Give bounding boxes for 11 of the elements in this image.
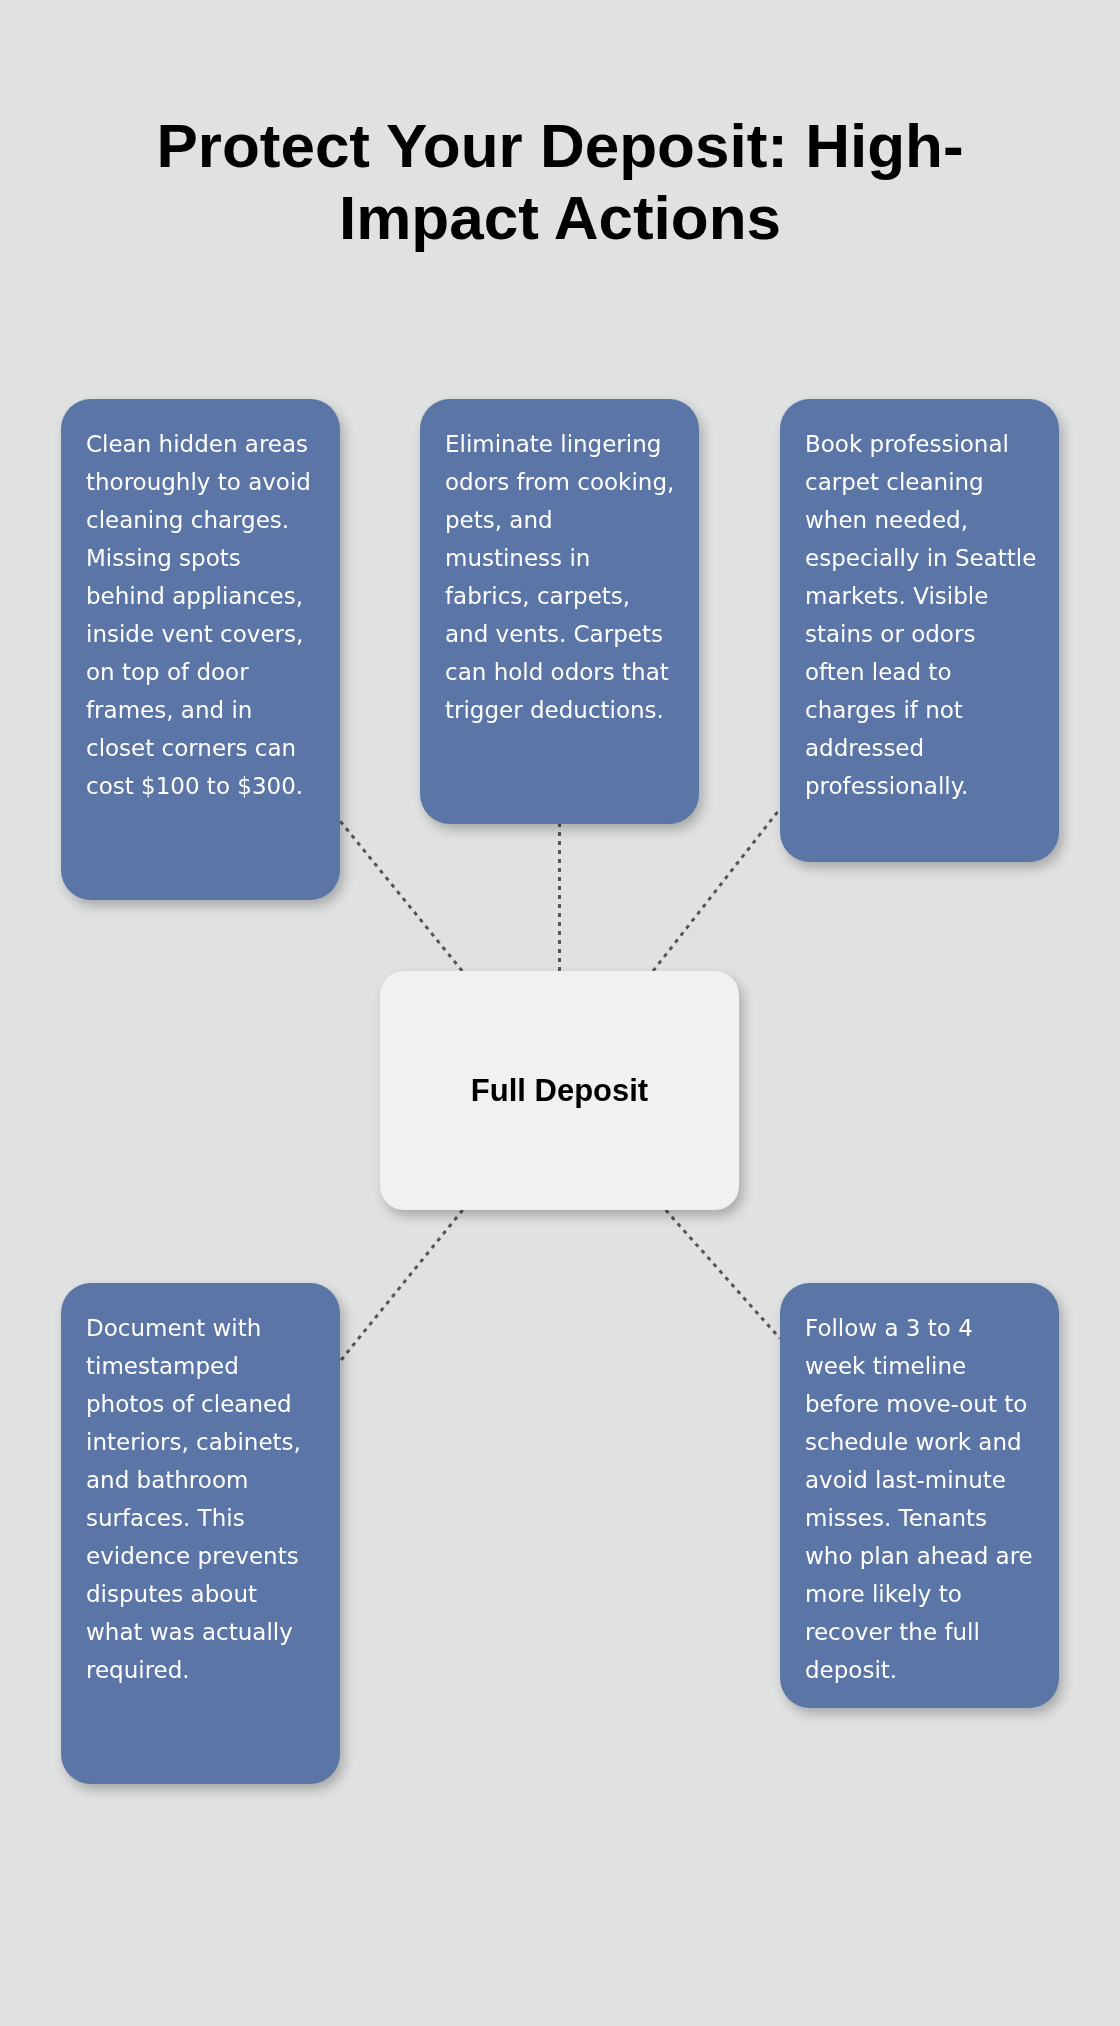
- dotted-connector: [664, 1209, 782, 1340]
- dotted-connector: [338, 1209, 464, 1363]
- action-card: Eliminate lingering odors from cooking, pets, and mustiness in fabrics, carpets, and vents. Carpets can hold odors that trigger deductions.: [420, 399, 699, 824]
- dotted-connector: [338, 819, 464, 972]
- action-card: Follow a 3 to 4 week timeline before move-out to schedule work and avoid last-minute misses. Tenants who plan ahead are more likely to recover the full deposit.: [780, 1283, 1059, 1708]
- action-card: Clean hidden areas thoroughly to avoid cleaning charges. Missing spots behind appliances, inside vent covers, on top of door frames, and in closet corners can cost $100 to $300.: [61, 399, 340, 900]
- action-card: Book professional carpet cleaning when needed, especially in Seattle markets. Visible stains or odors often lead to charges if not addressed professionally.: [780, 399, 1059, 862]
- title: Protect Your Deposit: High-Impact Actions: [155, 110, 965, 254]
- action-card: Document with timestamped photos of cleaned interiors, cabinets, and bathroom surfaces. This evidence prevents disputes about what was actually required.: [61, 1283, 340, 1784]
- dotted-connector: [558, 824, 561, 971]
- goal-box: Full Deposit: [380, 971, 739, 1210]
